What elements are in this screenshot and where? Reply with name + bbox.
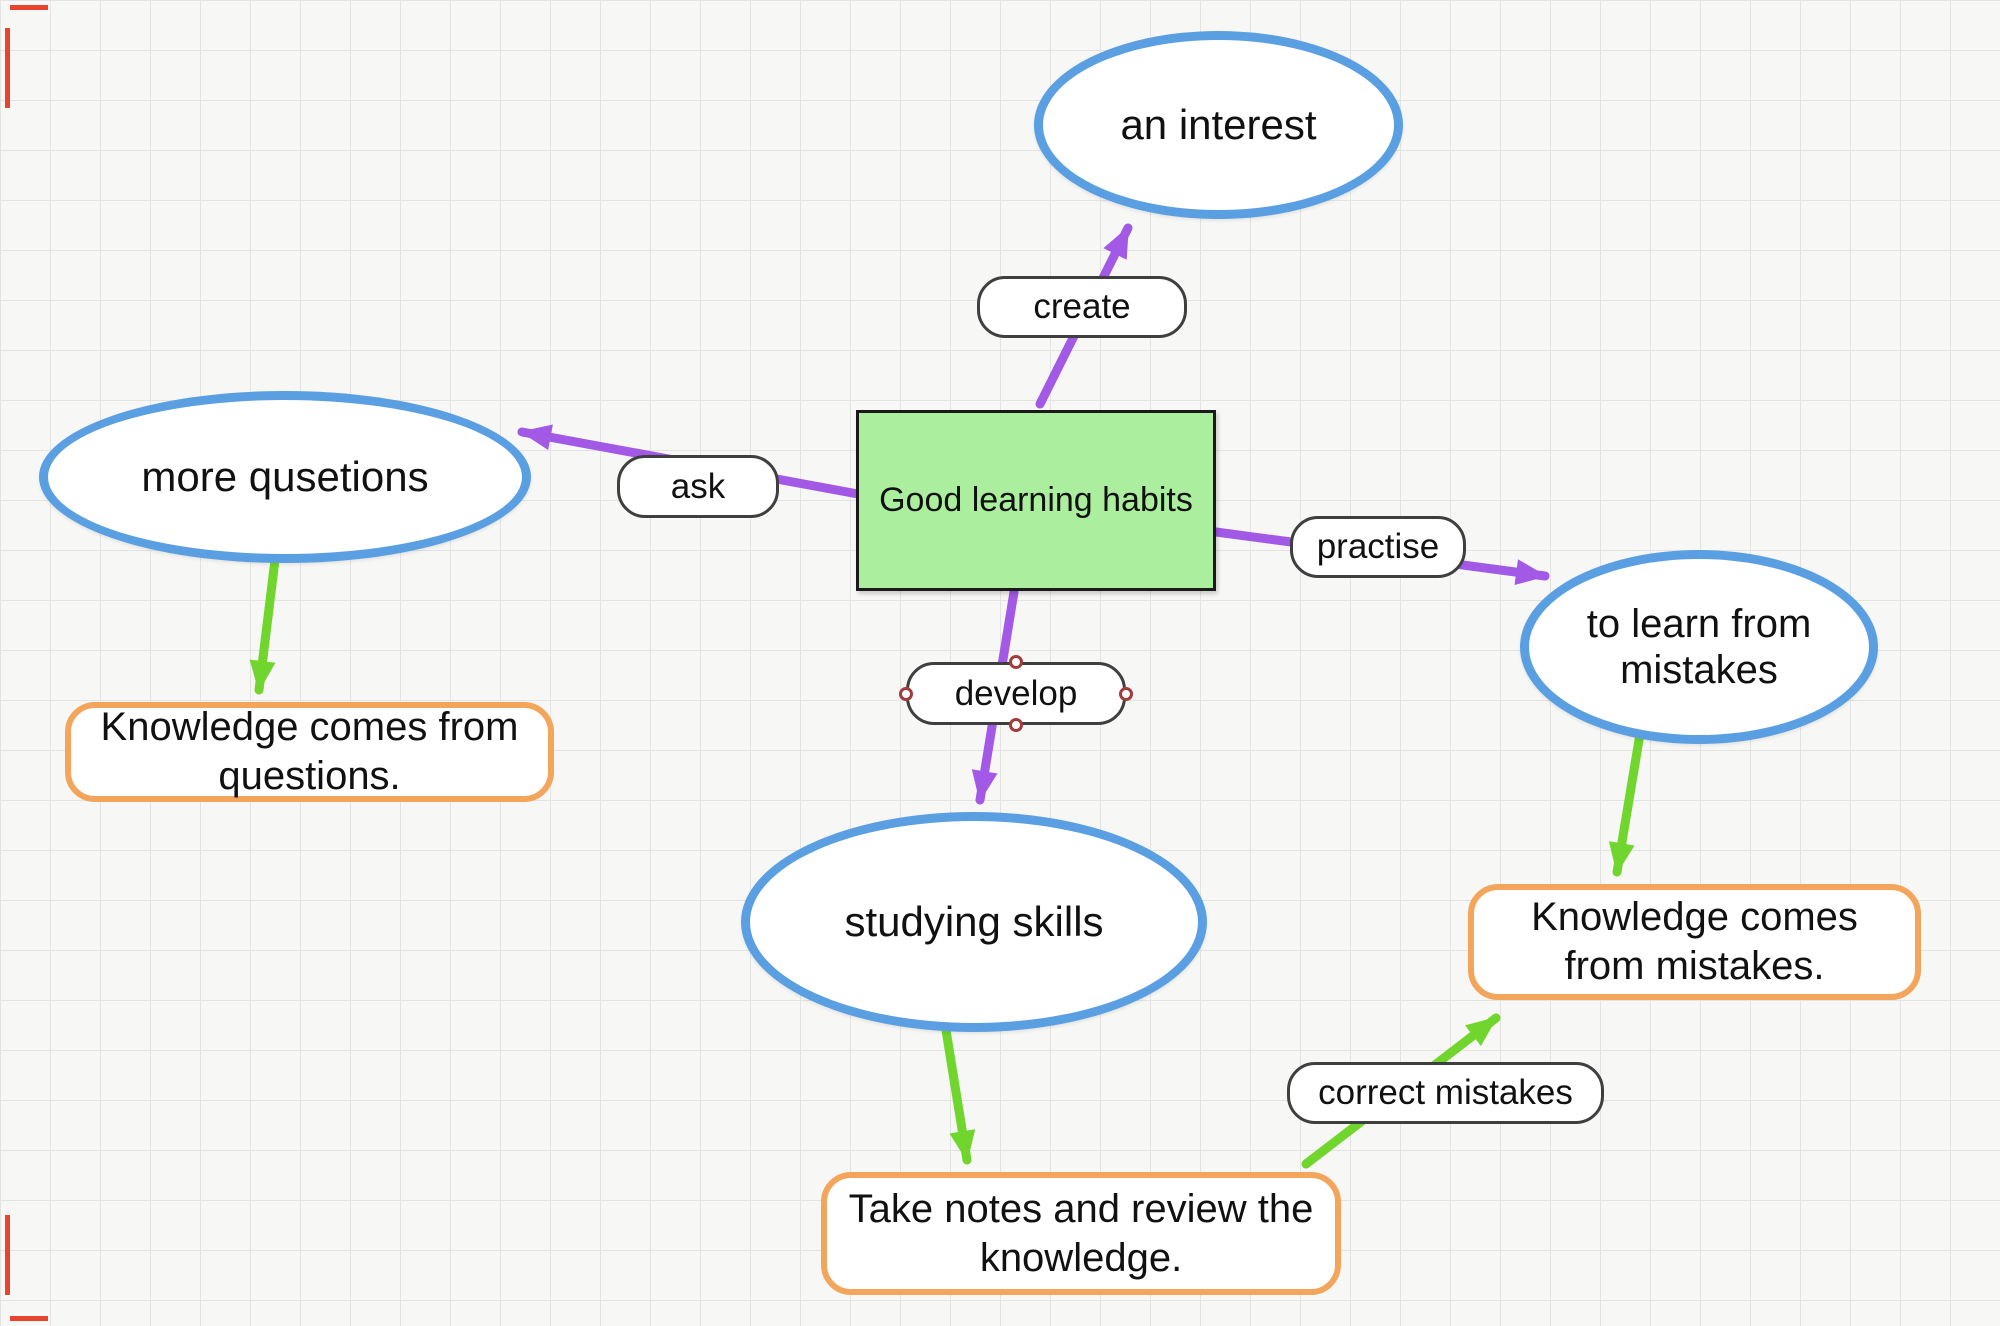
node-good-learning-habits[interactable]: Good learning habits	[856, 410, 1216, 591]
selection-handle-top[interactable]	[1009, 655, 1023, 669]
outcome-take-notes[interactable]: Take notes and review the knowledge.	[821, 1172, 1341, 1295]
outcome-knowledge-from-mistakes[interactable]: Knowledge comes from mistakes.	[1468, 884, 1921, 1000]
edge-label-practise[interactable]: practise	[1290, 516, 1466, 578]
page-boundary-mark	[5, 1215, 10, 1295]
edge-label-ask[interactable]: ask	[617, 455, 779, 518]
selection-handle-bottom[interactable]	[1009, 718, 1023, 732]
node-studying-skills[interactable]: studying skills	[741, 812, 1207, 1032]
edge-mistakes-arrow[interactable]	[1608, 729, 1645, 877]
page-boundary-mark	[10, 1316, 48, 1321]
edge-take-notes-arrow[interactable]	[940, 1019, 976, 1165]
selection-handle-left[interactable]	[899, 687, 913, 701]
edge-questions-arrow[interactable]	[249, 547, 281, 695]
edge-label-develop[interactable]: develop	[906, 662, 1126, 725]
page-boundary-mark	[10, 5, 48, 10]
node-an-interest[interactable]: an interest	[1034, 31, 1403, 219]
selection-handle-right[interactable]	[1119, 687, 1133, 701]
edge-label-create[interactable]: create	[977, 276, 1187, 338]
page-boundary-mark	[5, 28, 10, 108]
node-more-questions[interactable]: more qusetions	[39, 391, 531, 563]
edge-label-correct-mistakes[interactable]: correct mistakes	[1287, 1062, 1604, 1124]
node-to-learn-from-mistakes[interactable]: to learn from mistakes	[1520, 550, 1878, 744]
outcome-knowledge-from-questions[interactable]: Knowledge comes from questions.	[65, 702, 554, 802]
